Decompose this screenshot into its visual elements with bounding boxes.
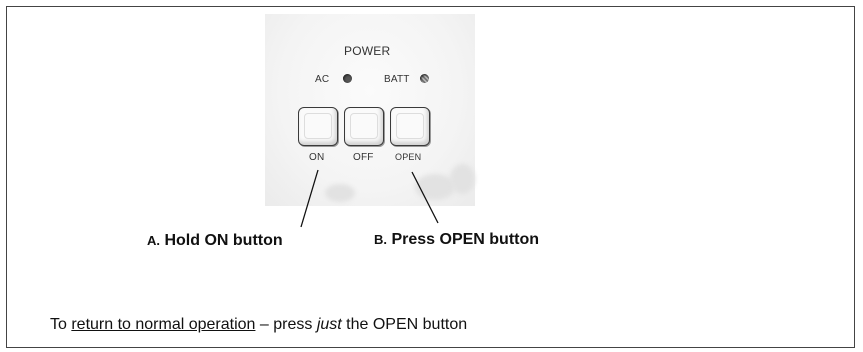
background-shadow [415, 174, 455, 200]
caption-a-letter: A. [147, 233, 160, 248]
caption-a-text: Hold ON button [164, 232, 283, 249]
footer-underlined: return to normal operation [71, 316, 256, 333]
ac-led-icon [343, 74, 352, 83]
batt-indicator-label: BATT [384, 74, 410, 85]
open-button[interactable] [390, 107, 430, 146]
pointer-line-a [300, 169, 319, 228]
caption-b-letter: B. [374, 232, 387, 247]
caption-b-text: Press OPEN button [391, 231, 540, 248]
footer-italic: just [316, 316, 342, 333]
caption-b: B. Press OPEN button [374, 231, 539, 249]
on-button-label: ON [309, 152, 325, 163]
background-shadow [325, 184, 355, 202]
footer-prefix: To [50, 316, 72, 333]
off-button[interactable] [344, 107, 384, 146]
pointer-line-b [411, 171, 439, 224]
power-panel-photo: POWER AC BATT ON OFF OPEN [265, 14, 475, 206]
footer-middle: – press [255, 316, 317, 333]
caption-a: A. Hold ON button [147, 232, 283, 250]
footer-instruction: To return to normal operation – press ju… [50, 316, 467, 334]
footer-suffix: the OPEN button [341, 316, 468, 333]
on-button[interactable] [298, 107, 338, 146]
ac-indicator-label: AC [315, 74, 330, 85]
off-button-label: OFF [353, 152, 374, 163]
open-button-label: OPEN [395, 152, 422, 162]
batt-led-icon [420, 74, 429, 83]
background-shadow [450, 164, 475, 194]
panel-title: POWER [344, 44, 391, 58]
